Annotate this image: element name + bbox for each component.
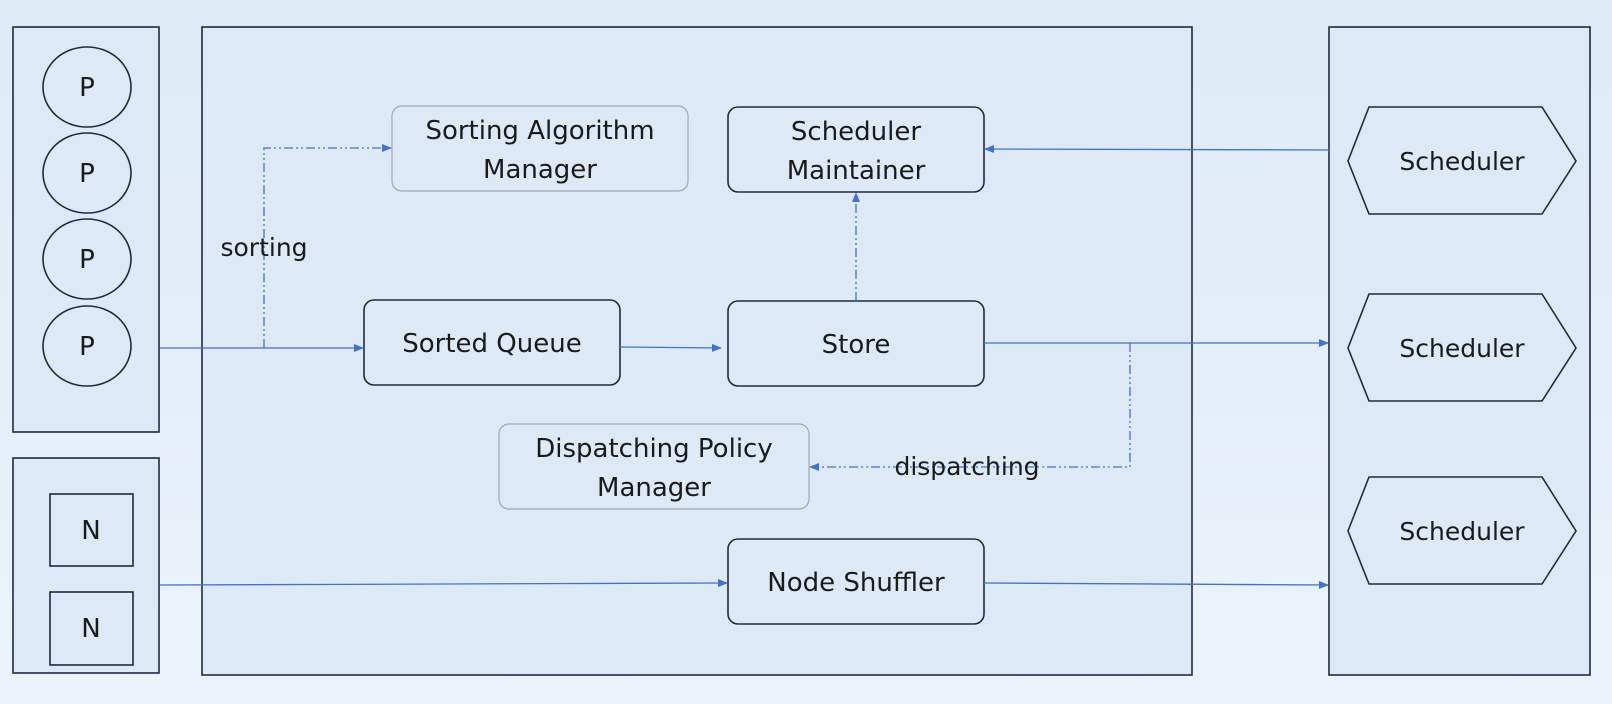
scheduler-to-maintainer-arrow [984,145,1330,154]
scheduler-3: Scheduler [1347,476,1577,585]
scheduler-maintainer-line1: Scheduler [791,117,921,147]
node-shuffler-label: Node Shuffler [767,568,945,598]
node-to-shuffler-arrow [159,579,728,588]
dispatching-dashed-arrow [809,343,1131,471]
node-2-label: N [81,614,100,644]
sorted-queue-to-store-arrow [619,343,722,352]
node-shuffler: Node Shuffler [727,538,985,625]
producer-2: P [42,132,132,214]
sorting-edge-label: sorting [220,233,307,262]
producer-2-label: P [79,159,95,189]
store-label: Store [822,330,891,360]
dispatching-policy-manager-line1: Dispatching Policy [535,434,772,464]
core-panel [201,26,1193,676]
producer-1-label: P [79,73,95,103]
sorting-dashed-arrow [263,144,392,348]
dispatching-policy-manager-line2: Manager [597,473,711,503]
scheduler-1: Scheduler [1347,106,1577,215]
sorted-queue-label: Sorted Queue [402,329,581,359]
producer-4-label: P [79,332,95,362]
scheduler-2-label: Scheduler [1399,334,1525,363]
shuffler-to-scheduler-arrow [983,580,1329,589]
dispatching-policy-manager: Dispatching Policy Manager [498,423,810,510]
producer-3-label: P [79,245,95,275]
scheduler-maintainer: Scheduler Maintainer [727,106,985,193]
producer-3: P [42,218,132,300]
node-2: N [49,591,134,666]
store: Store [727,300,985,387]
sorted-queue: Sorted Queue [363,299,621,386]
dispatching-edge-label: dispatching [894,452,1039,481]
scheduler-1-label: Scheduler [1399,147,1525,176]
producer-1: P [42,46,132,128]
sorting-algorithm-manager-line1: Sorting Algorithm [425,116,654,146]
sorting-algorithm-manager: Sorting Algorithm Manager [391,105,689,192]
scheduler-2: Scheduler [1347,293,1577,402]
scheduler-3-label: Scheduler [1399,517,1525,546]
producer-4: P [42,305,132,387]
node-1-label: N [81,516,100,546]
scheduler-maintainer-line2: Maintainer [787,156,926,186]
sorting-algorithm-manager-line2: Manager [483,155,597,185]
node-1: N [49,493,134,567]
